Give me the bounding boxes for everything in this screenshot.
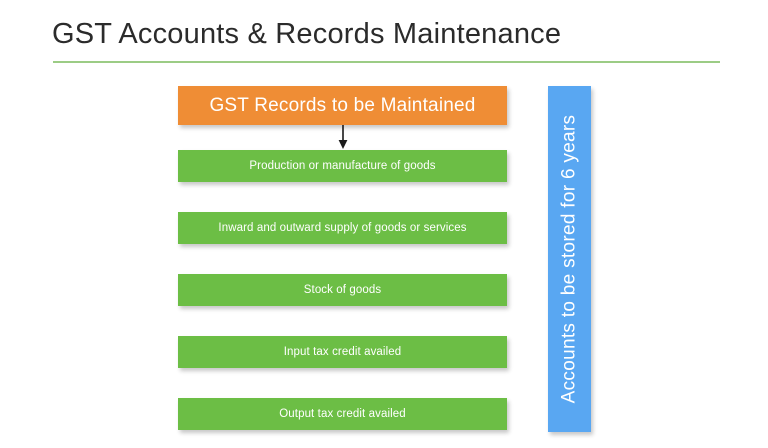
flow-diagram: GST Records to be Maintained Production … — [178, 86, 507, 430]
page-title: GST Accounts & Records Maintenance — [52, 18, 562, 50]
storage-duration-panel[interactable]: Accounts to be stored for 6 years — [548, 86, 591, 432]
arrow-down-icon — [338, 125, 347, 149]
flow-gap-1 — [178, 182, 507, 212]
flow-item-inward-outward-supply[interactable]: Inward and outward supply of goods or se… — [178, 212, 507, 244]
arrow-connector — [178, 125, 507, 150]
flow-item-output-tax-credit[interactable]: Output tax credit availed — [178, 398, 507, 430]
flow-item-production[interactable]: Production or manufacture of goods — [178, 150, 507, 182]
flow-gap-3 — [178, 306, 507, 336]
storage-duration-label: Accounts to be stored for 6 years — [558, 114, 580, 404]
flow-item-stock-of-goods[interactable]: Stock of goods — [178, 274, 507, 306]
flow-item-input-tax-credit[interactable]: Input tax credit availed — [178, 336, 507, 368]
title-divider — [53, 61, 720, 63]
flow-gap-4 — [178, 368, 507, 398]
flow-gap-2 — [178, 244, 507, 274]
flow-header-node[interactable]: GST Records to be Maintained — [178, 86, 507, 125]
